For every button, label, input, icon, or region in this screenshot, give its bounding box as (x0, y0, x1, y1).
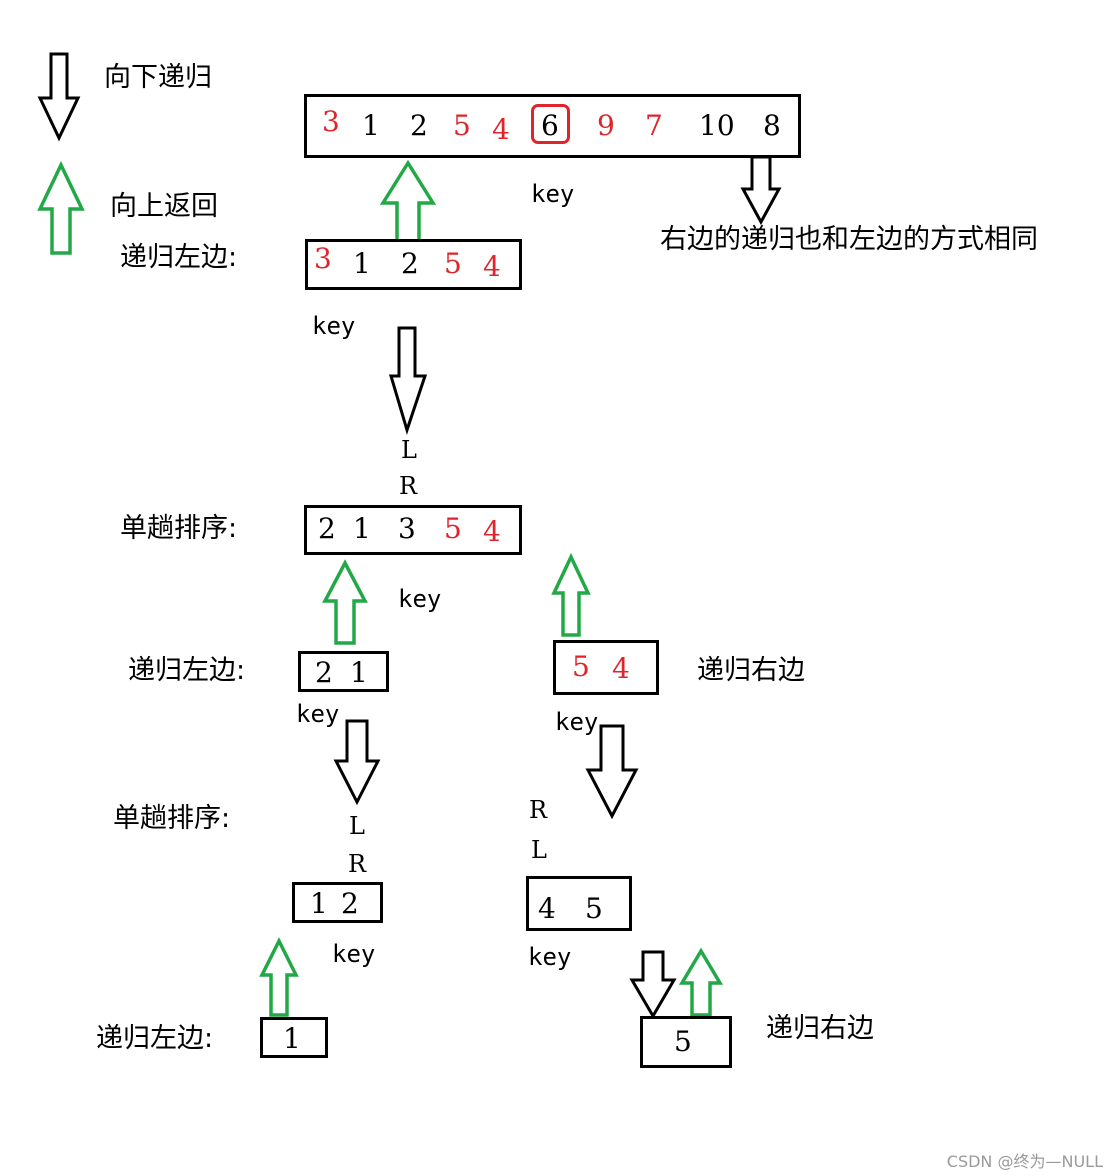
level2-pass-value: 1 (310, 887, 328, 920)
level2-left-value: 2 (315, 656, 333, 689)
level2-pass-box (292, 882, 383, 923)
top-array-value: 4 (492, 113, 510, 146)
level1-down-arrow-icon (388, 326, 428, 435)
level3-left-up-arrow-icon (259, 937, 299, 1017)
level1-pass-caption: 单趟排序: (120, 513, 238, 544)
level1-left-value: 3 (314, 242, 332, 275)
top-array-value: 1 (362, 109, 380, 142)
level1-r-label: R (399, 472, 418, 500)
level2-left-caption: 递归左边: (128, 655, 246, 686)
top-array-value: 3 (322, 105, 340, 138)
level3-right-down-arrow-icon (629, 950, 677, 1019)
level2-right-sorted-value: 5 (585, 892, 603, 925)
level1-pass-value: 2 (318, 512, 336, 545)
level2-left-value: 1 (350, 656, 368, 689)
level3-right-box (640, 1016, 732, 1068)
level1-left-caption: 递归左边: (120, 242, 238, 273)
level3-left-value: 1 (283, 1022, 301, 1055)
level2-left-box (298, 651, 389, 692)
level1-pass-value: 4 (483, 515, 501, 548)
level2-right-value: 4 (612, 652, 630, 685)
level3-right-caption: 递归右边 (766, 1013, 874, 1044)
top-array-value: 6 (541, 109, 559, 142)
return-up-arrow-icon (379, 159, 437, 243)
legend-up-arrow-icon (37, 160, 85, 255)
level3-left-box (260, 1017, 328, 1058)
level1-left-value: 5 (444, 247, 462, 280)
level2-pass-key-label: key (332, 940, 376, 968)
level2-left-up-arrow-icon (322, 559, 368, 645)
level2-right-box (553, 640, 659, 695)
level1-pass-key-label: key (398, 585, 442, 613)
level2-right-l-label: L (531, 836, 547, 864)
level1-left-value: 1 (353, 247, 371, 280)
level1-pass-box (304, 505, 522, 555)
level2-right-key-label: key (555, 708, 599, 736)
level2-l-label: L (349, 812, 365, 840)
level2-left-down-arrow-icon (333, 719, 381, 806)
top-array-value: 10 (699, 109, 735, 142)
level2-right-down-arrow-icon (585, 724, 639, 820)
level2-right-r-label: R (529, 796, 548, 824)
level2-right-sorted-value: 4 (538, 892, 556, 925)
legend-down-label: 向下递归 (104, 62, 212, 93)
level2-pass-value: 2 (341, 887, 359, 920)
level1-pass-value: 3 (398, 512, 416, 545)
level2-right-caption: 递归右边 (697, 655, 805, 686)
level1-left-key-label: key (312, 312, 356, 340)
level2-right-value: 5 (572, 650, 590, 683)
right-recursion-note: 右边的递归也和左边的方式相同 (660, 224, 1038, 255)
level1-left-value: 4 (483, 250, 501, 283)
level3-left-caption: 递归左边: (96, 1023, 214, 1054)
level1-pass-value: 5 (444, 512, 462, 545)
legend-down-arrow-icon (37, 52, 81, 142)
level2-right-up-arrow-icon (551, 552, 591, 637)
level2-pass-caption: 单趟排序: (113, 803, 231, 834)
level2-r-label: R (348, 850, 367, 878)
top-array-value: 8 (763, 109, 781, 142)
top-array-value: 9 (597, 109, 615, 142)
top-key-label: key (531, 180, 575, 208)
level1-l-label: L (401, 436, 417, 464)
level3-right-up-arrow-icon (678, 947, 724, 1017)
legend-up-label: 向上返回 (110, 191, 218, 222)
level2-right-sorted-key-label: key (528, 943, 572, 971)
level3-right-value: 5 (674, 1025, 692, 1058)
key-highlight-box (531, 104, 570, 144)
level2-left-key-label: key (296, 700, 340, 728)
watermark: CSDN @终为—NULL (946, 1152, 1103, 1171)
top-array-value: 2 (410, 109, 428, 142)
level1-pass-value: 1 (353, 512, 371, 545)
level1-left-value: 2 (401, 247, 419, 280)
right-recursion-down-arrow-icon (740, 155, 782, 226)
top-array-value: 5 (453, 109, 471, 142)
top-array-value: 7 (645, 109, 663, 142)
level2-right-sorted-box (526, 876, 632, 931)
level1-left-box (305, 239, 522, 290)
